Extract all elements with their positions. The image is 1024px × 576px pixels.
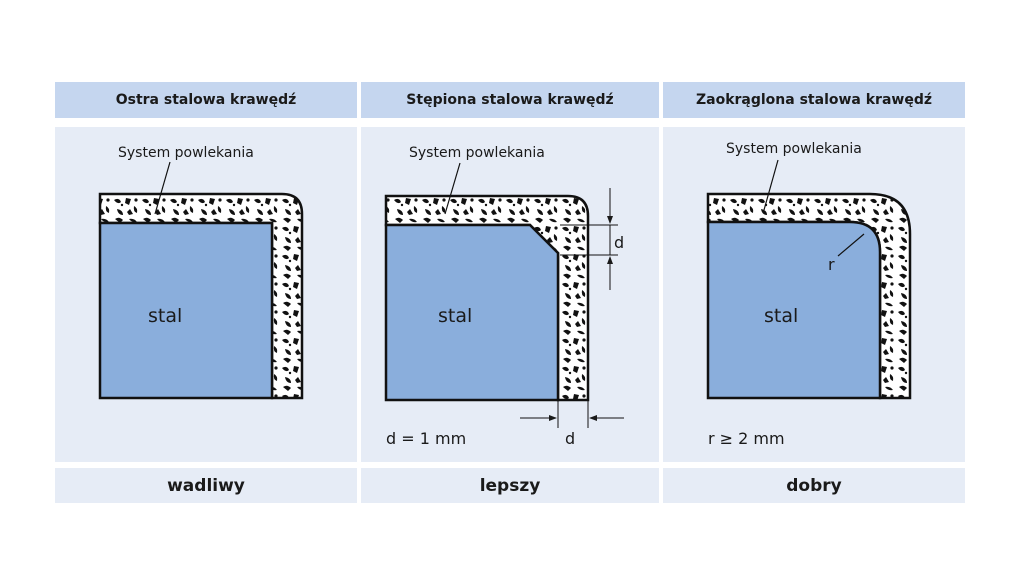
coating-label: System powlekania: [409, 145, 545, 161]
steel-label: stal: [764, 305, 798, 327]
leader-line: [444, 162, 461, 215]
dimension-d-horizontal: [520, 400, 624, 428]
rating-blunted: lepszy: [361, 468, 659, 503]
dimension-d-vertical: [560, 188, 618, 290]
sharp-edge-diagram: System powlekania stal: [98, 145, 304, 400]
leader-line: [763, 159, 779, 211]
coating-label: System powlekania: [118, 145, 254, 161]
rating-label: dobry: [786, 475, 842, 496]
header-label: Ostra stalowa krawędź: [115, 92, 297, 108]
dimension-note: d = 1 mm: [386, 429, 466, 448]
header-rounded-edge: Zaokrąglona stalowa krawędź: [663, 82, 965, 118]
rating-rounded: dobry: [663, 468, 965, 503]
rating-label: wadliwy: [167, 475, 245, 496]
radius-leader: [837, 233, 865, 257]
leader-line: [154, 161, 171, 215]
steel-block: [706, 220, 882, 400]
dimension-label: d: [614, 233, 624, 252]
header-label: Zaokrąglona stalowa krawędź: [695, 92, 932, 108]
coating-label: System powlekania: [726, 141, 862, 157]
blunted-edge-diagram: System powlekania stal d d d = 1 mm: [384, 145, 624, 448]
header-sharp-edge: Ostra stalowa krawędź: [55, 82, 357, 118]
radius-note: r ≥ 2 mm: [708, 429, 785, 448]
rating-label: lepszy: [479, 475, 541, 496]
dimension-label-bottom: d: [565, 429, 575, 448]
header-label: Stępiona stalowa krawędź: [406, 92, 614, 108]
steel-label: stal: [148, 305, 182, 327]
steel-block: [384, 223, 560, 402]
rating-sharp: wadliwy: [55, 468, 357, 503]
header-blunted-edge: Stępiona stalowa krawędź: [361, 82, 659, 118]
steel-block: [98, 221, 274, 400]
rounded-edge-diagram: System powlekania r stal r ≥ 2 mm: [706, 141, 912, 448]
steel-label: stal: [438, 305, 472, 327]
radius-label: r: [828, 255, 835, 274]
